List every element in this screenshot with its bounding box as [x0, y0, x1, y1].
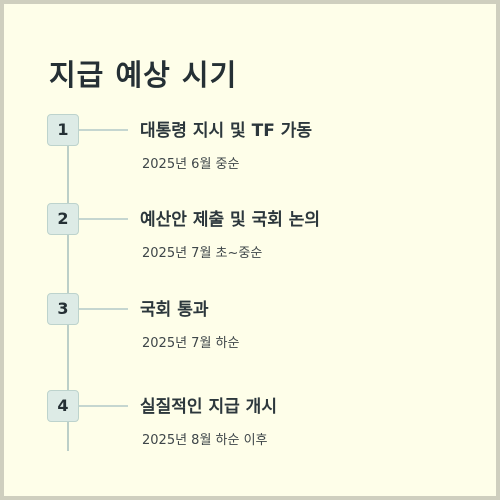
step-number-badge: 3	[47, 293, 79, 325]
timeline-step-4: 4 실질적인 지급 개시 2025년 8월 하순 이후	[4, 390, 496, 450]
step-title: 국회 통과	[140, 300, 209, 320]
timeline-card: 지급 예상 시기 1 대통령 지시 및 TF 가동 2025년 6월 중순 2 …	[4, 4, 496, 496]
step-connector	[79, 218, 128, 220]
step-title: 예산안 제출 및 국회 논의	[140, 210, 321, 230]
step-title: 대통령 지시 및 TF 가동	[140, 121, 313, 141]
timeline-step-1: 1 대통령 지시 및 TF 가동 2025년 6월 중순	[4, 114, 496, 174]
step-connector	[79, 129, 128, 131]
timeline-line	[67, 129, 69, 451]
step-connector	[79, 405, 128, 407]
step-date: 2025년 8월 하순 이후	[142, 433, 268, 448]
step-date: 2025년 6월 중순	[142, 157, 240, 172]
page-title: 지급 예상 시기	[49, 58, 238, 92]
timeline-step-2: 2 예산안 제출 및 국회 논의 2025년 7월 초~중순	[4, 203, 496, 263]
step-title: 실질적인 지급 개시	[140, 397, 277, 417]
step-date: 2025년 7월 하순	[142, 336, 240, 351]
step-date: 2025년 7월 초~중순	[142, 246, 263, 261]
step-connector	[79, 308, 128, 310]
step-number-badge: 1	[47, 114, 79, 146]
step-number-badge: 2	[47, 203, 79, 235]
timeline-step-3: 3 국회 통과 2025년 7월 하순	[4, 293, 496, 353]
step-number-badge: 4	[47, 390, 79, 422]
